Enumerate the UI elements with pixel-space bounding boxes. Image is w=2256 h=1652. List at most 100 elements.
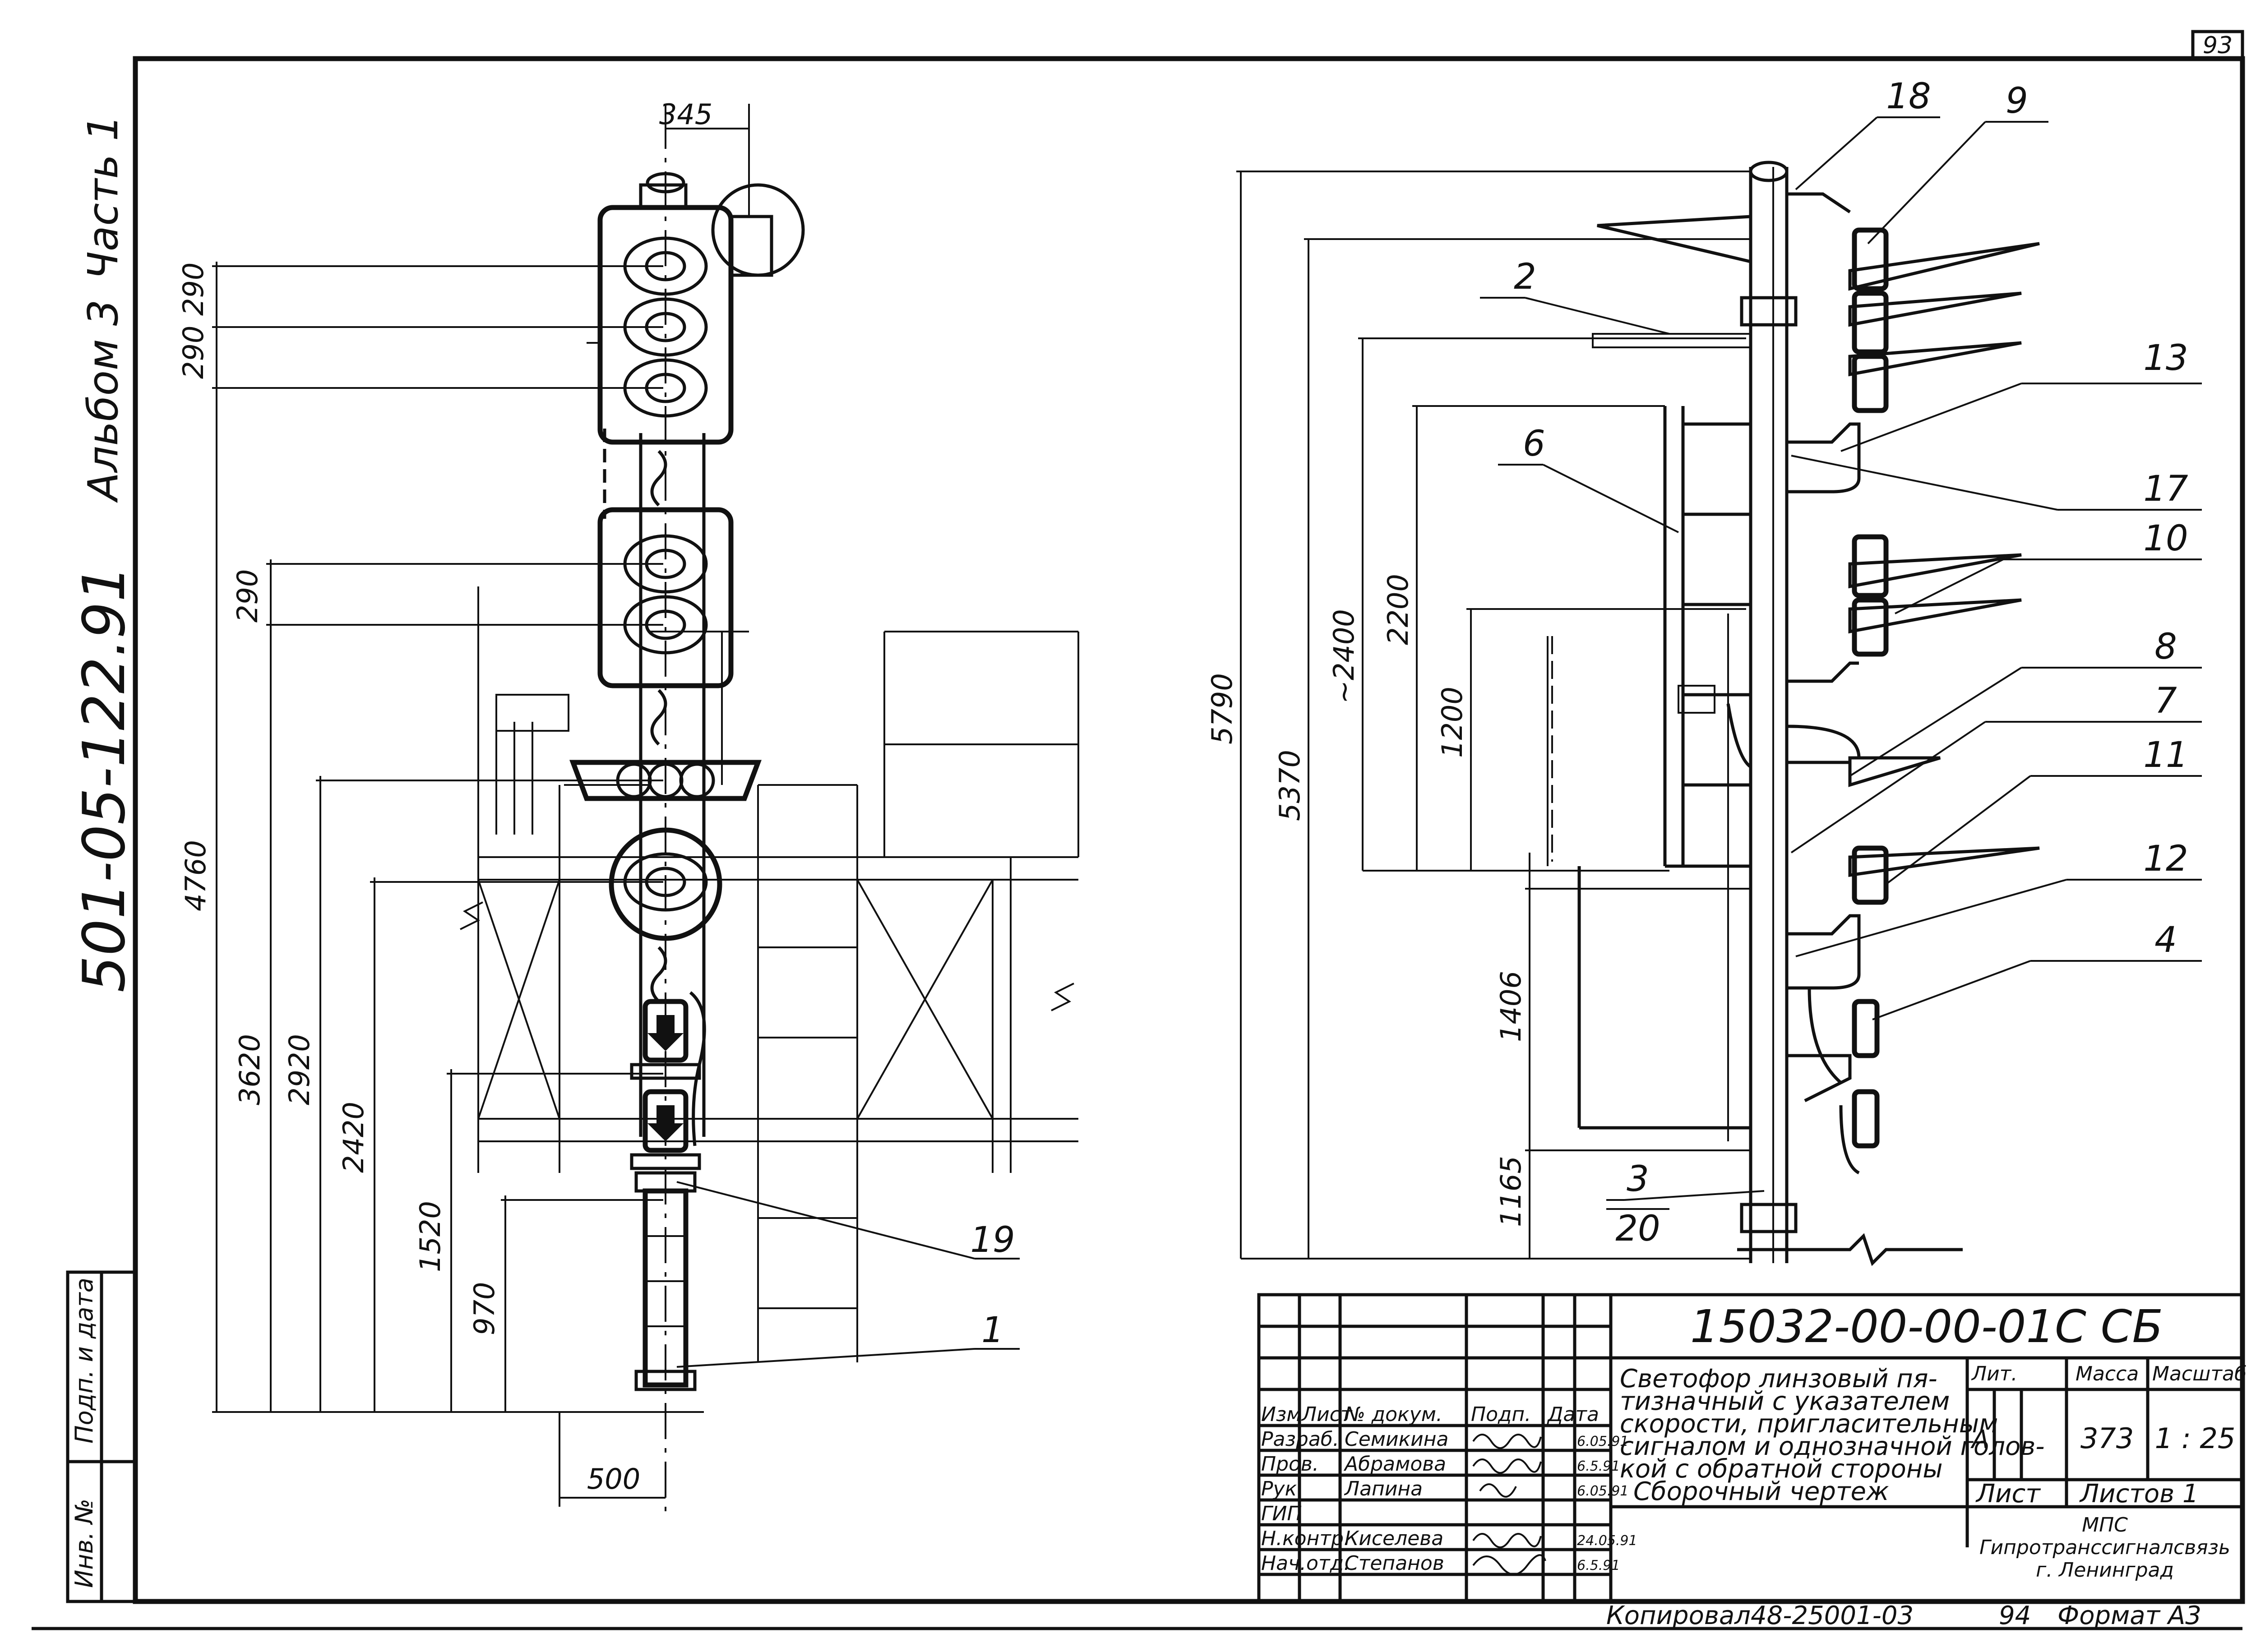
drawing-frame <box>32 30 2245 1630</box>
scale-value: 1 : 25 <box>2155 1422 2236 1455</box>
signatures <box>1472 1434 1546 1575</box>
side-mast <box>1740 161 1798 1263</box>
callout-8: 8 <box>2154 627 2177 667</box>
callout-7: 7 <box>2154 681 2177 721</box>
col-header-sheet: Лист <box>1301 1403 1353 1426</box>
description-line-5: кой с обратной стороны <box>1620 1454 1943 1484</box>
album-label: Альбом 3 <box>79 300 127 503</box>
callout-13: 13 <box>2143 338 2188 378</box>
dim-width-bottom: 500 <box>587 1463 640 1495</box>
row-role-1: Разраб. <box>1261 1428 1339 1451</box>
sheet-number: 93 <box>2203 32 2233 59</box>
dim-1200: 1200 <box>1436 687 1469 758</box>
title-block: 15032-00-00-01С СБ Светофор линзовый пя-… <box>1257 1293 2247 1603</box>
callout-17: 17 <box>2143 469 2188 509</box>
dim-3620: 3620 <box>233 1034 266 1105</box>
side-callout-leaders <box>1480 116 2202 1210</box>
row-name-2: Абрамова <box>1343 1453 1446 1476</box>
signature-date-label: Подп. и дата <box>70 1278 98 1444</box>
document-number: 15032-00-00-01С СБ <box>1690 1300 2163 1353</box>
callout-2: 2 <box>1514 257 1536 297</box>
col-header-doc: № докум. <box>1343 1403 1442 1426</box>
description-line-2: тизначный с указателем <box>1620 1387 1950 1416</box>
col-header-change: Изм <box>1261 1403 1302 1426</box>
signal-visors <box>1592 215 2040 877</box>
callout-11: 11 <box>2143 735 2188 775</box>
front-view: 345 290 290 290 4760 3620 2920 2420 1520… <box>177 98 1079 1516</box>
dim-2920: 2920 <box>283 1034 316 1105</box>
sheets-label: Листов 1 <box>2079 1479 2199 1509</box>
dim-290-c: 290 <box>231 569 264 623</box>
dim-1165: 1165 <box>1494 1156 1527 1227</box>
callout-20: 20 <box>1615 1209 1660 1249</box>
callout-6: 6 <box>1523 424 1545 464</box>
side-ladder <box>1547 406 1751 1141</box>
mass-value: 373 <box>2080 1422 2134 1455</box>
row-name-1: Семикина <box>1345 1428 1448 1451</box>
signal-mast <box>603 429 706 1137</box>
description-line-6: Сборочный чертеж <box>1633 1477 1889 1506</box>
dim-5790: 5790 <box>1206 673 1239 744</box>
description-line-3: скорости, пригласительным <box>1620 1409 1998 1439</box>
callout-9: 9 <box>2006 81 2028 121</box>
col-header-date: Дата <box>1547 1403 1599 1426</box>
dim-width-top: 345 <box>659 98 712 131</box>
side-lens-boxes <box>1852 227 1889 1149</box>
dim-2200: 2200 <box>1382 574 1415 645</box>
front-view-dimensions <box>212 104 750 1507</box>
callout-12: 12 <box>2143 839 2188 879</box>
callout-1: 1 <box>981 1310 1004 1351</box>
dim-1406: 1406 <box>1494 971 1527 1042</box>
inventory-number-label: Инв. № <box>70 1499 98 1588</box>
row-role-4: ГИП <box>1261 1502 1302 1525</box>
org-line-3: г. Ленинград <box>2036 1559 2174 1582</box>
row-role-3: Рук. <box>1261 1477 1303 1500</box>
scale-label: Масштаб <box>2152 1362 2247 1385</box>
row-date-2: 6.5.91 <box>1577 1458 1620 1474</box>
callout-3: 3 <box>1627 1159 1649 1200</box>
side-view: 5790 5370 ~2400 2200 1200 1406 1165 18 9… <box>1206 76 2202 1266</box>
side-brackets <box>1726 192 1861 1175</box>
upper-head-three-lens <box>587 172 805 445</box>
dim-5370: 5370 <box>1273 750 1306 821</box>
org-line-1: МПС <box>2082 1514 2128 1537</box>
row-name-3: Лапина <box>1344 1477 1423 1500</box>
part-label: Часть 1 <box>79 115 127 280</box>
format-label: Формат А3 <box>2057 1601 2201 1630</box>
dim-approx-2400: ~2400 <box>1327 609 1360 704</box>
row-date-1: 6.05.91 <box>1577 1434 1629 1449</box>
row-role-2: Пров. <box>1261 1453 1319 1476</box>
row-role-6: Нач.отд. <box>1261 1552 1350 1575</box>
dim-4760: 4760 <box>179 840 212 911</box>
lit-label: Лит. <box>1971 1362 2017 1385</box>
dim-970: 970 <box>468 1282 501 1335</box>
row-role-5: Н.контр. <box>1261 1527 1350 1550</box>
row-date-3: 6.05.91 <box>1577 1483 1629 1499</box>
dim-2420: 2420 <box>337 1102 370 1173</box>
row-date-6: 6.5.91 <box>1577 1558 1620 1574</box>
mass-label: Масса <box>2076 1362 2139 1385</box>
dim-1520: 1520 <box>414 1201 447 1272</box>
platform-structure <box>460 586 1079 1362</box>
footer-sheet: 94 <box>1999 1601 2031 1630</box>
org-line-2: Гипротранссигналсвязь <box>1979 1536 2230 1559</box>
copied-by-label: Копировал <box>1606 1601 1751 1630</box>
side-view-dimensions <box>1236 171 1751 1260</box>
description-line-1: Светофор линзовый пя- <box>1620 1364 1937 1394</box>
row-name-6: Степанов <box>1345 1552 1444 1575</box>
dim-290-a: 290 <box>177 263 210 316</box>
designation-code: 501-05-122.91 <box>71 565 138 992</box>
row-date-5: 24.05.91 <box>1577 1533 1637 1549</box>
callout-19: 19 <box>970 1220 1015 1260</box>
lit-value: А <box>1970 1425 1989 1454</box>
callout-4: 4 <box>2154 920 2177 960</box>
callout-10: 10 <box>2143 518 2188 559</box>
sheet-label: Лист <box>1975 1479 2041 1509</box>
dim-290-b: 290 <box>177 326 210 379</box>
order-number: 48-25001-03 <box>1751 1601 1914 1630</box>
description-line-4: сигналом и однозначной голов- <box>1620 1432 2045 1461</box>
callout-18: 18 <box>1886 76 1931 117</box>
row-name-5: Киселева <box>1345 1527 1443 1550</box>
col-header-sign: Подп. <box>1471 1403 1531 1426</box>
